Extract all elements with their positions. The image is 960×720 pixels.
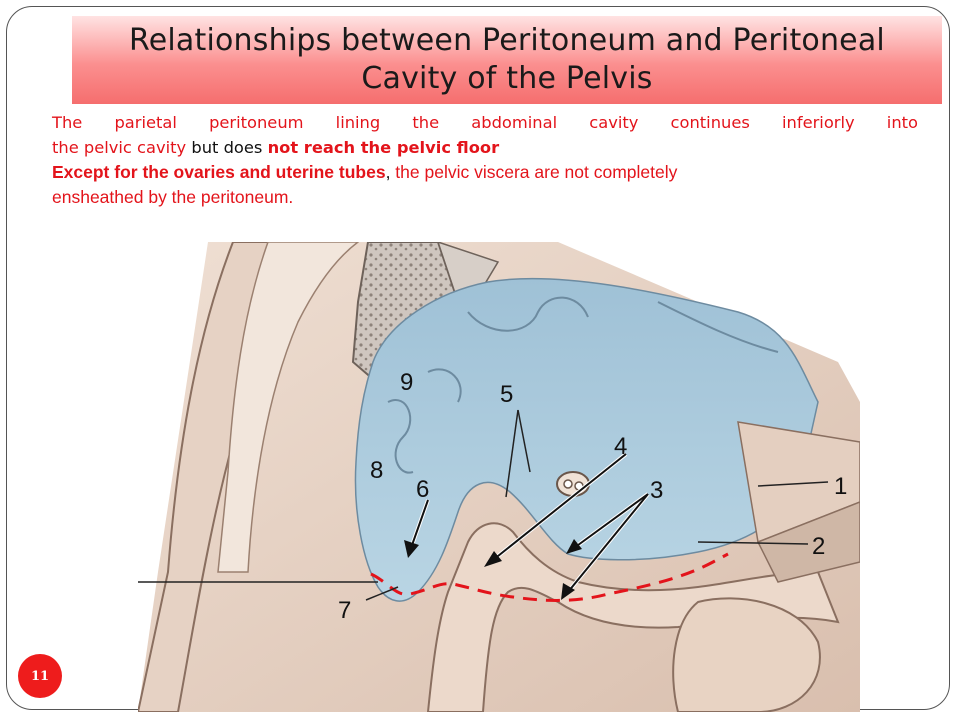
paragraph-1: The parietal peritoneum lining the abdom… <box>52 110 918 135</box>
leader-line-1 <box>757 481 829 487</box>
ovary <box>556 471 590 497</box>
label-4: 4 <box>614 433 627 460</box>
label-8: 8 <box>370 457 383 484</box>
paragraph-1-seg-3: but does <box>191 138 263 157</box>
label-9: 9 <box>400 369 413 396</box>
intestine-loop-2 <box>387 399 414 474</box>
label-6: 6 <box>416 476 429 503</box>
paragraph-1-seg-4: not reach the pelvic floor <box>267 138 500 157</box>
leader-line-5b <box>517 409 531 473</box>
title-line-1: Relationships between Peritoneum and Per… <box>129 23 885 58</box>
label-3: 3 <box>650 477 663 504</box>
arrows <box>410 453 649 593</box>
ovary-detail <box>563 479 573 489</box>
pelvis-illustration: 9 8 6 5 4 3 1 2 7 <box>138 242 860 712</box>
paragraph-2-seg-2: the pelvic viscera are not completely <box>390 162 678 182</box>
paragraph-2: Except for the ovaries and uterine tubes… <box>52 160 918 210</box>
leader-line-7 <box>365 586 399 601</box>
slide-number-badge: 11 <box>18 654 62 698</box>
bladder <box>672 597 821 712</box>
leader-line-5a <box>505 409 519 498</box>
label-2: 2 <box>812 533 825 560</box>
paragraph-2-seg-3: ensheathed by the peritoneum. <box>52 187 294 207</box>
intestine-loop <box>467 296 589 332</box>
peritoneal-cavity <box>354 277 819 602</box>
paragraph-2-seg-2a: , <box>385 162 391 182</box>
label-1: 1 <box>834 473 847 500</box>
paragraph-1-continuation: the pelvic cavity but does not reach the… <box>52 135 918 160</box>
paragraph-1-line-1: The parietal peritoneum lining the abdom… <box>52 113 918 132</box>
label-7: 7 <box>338 597 351 624</box>
bowel-fold <box>657 301 779 353</box>
body-text: The parietal peritoneum lining the abdom… <box>52 110 918 210</box>
pelvic-floor-dashed-line <box>370 552 729 602</box>
paragraph-2-seg-1: Except for the ovaries and uterine tubes <box>52 162 386 182</box>
pubis <box>756 501 860 583</box>
title-banner: Relationships between Peritoneum and Per… <box>72 16 942 104</box>
intestine-loop-3 <box>427 368 462 403</box>
slide-title: Relationships between Peritoneum and Per… <box>129 22 885 98</box>
anterior-wall <box>737 421 860 544</box>
paragraph-1-seg-2: the pelvic cavity <box>52 138 187 157</box>
pelvis-diagram: 9 8 6 5 4 3 1 2 7 <box>138 242 860 712</box>
slide-number: 11 <box>30 668 50 684</box>
label-5: 5 <box>500 381 513 408</box>
leader-line-2 <box>697 541 809 545</box>
arrowheads <box>404 539 582 600</box>
title-line-2: Cavity of the Pelvis <box>361 61 653 96</box>
muscle-layer <box>217 242 360 573</box>
